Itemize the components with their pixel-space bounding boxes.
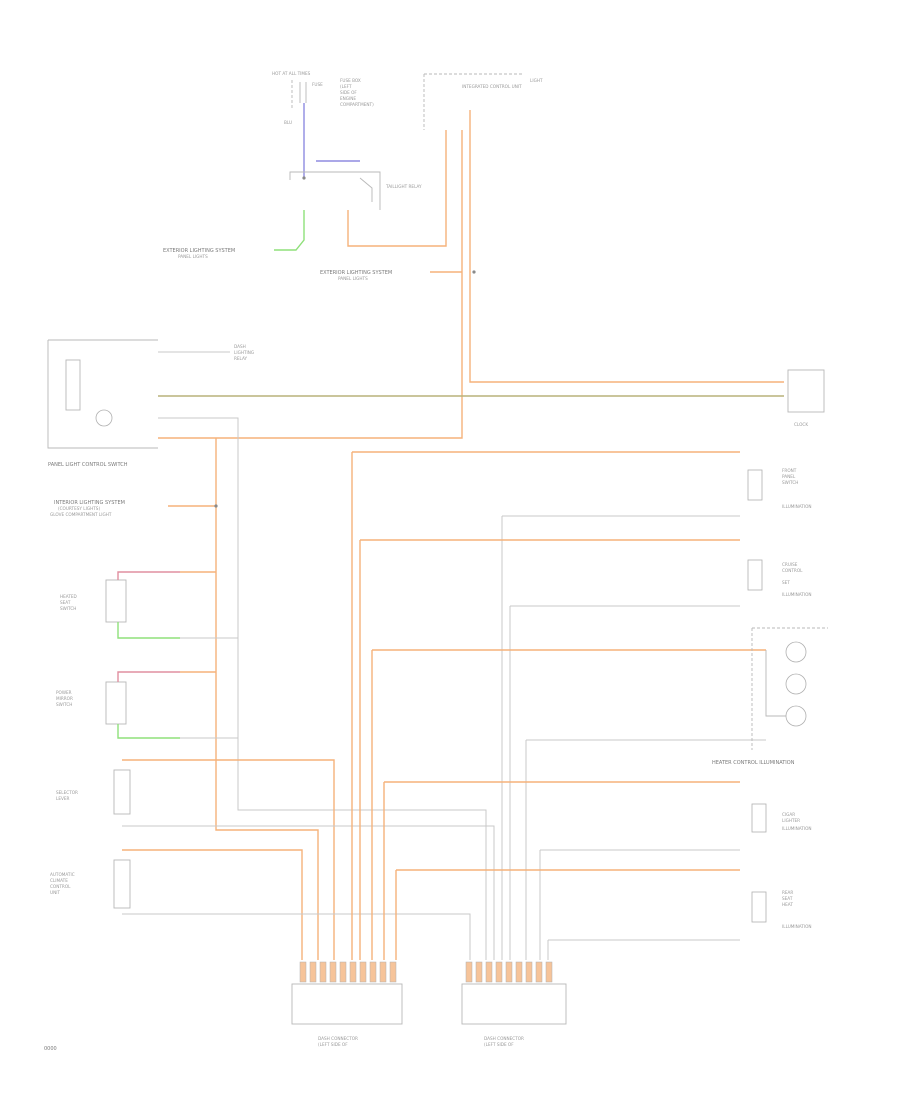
fuse-panel-line-3: SIDE OF	[340, 90, 357, 95]
exterior-lighting-mid-label: EXTERIOR LIGHTING SYSTEM	[320, 270, 392, 276]
power-mirror-switch: POWER MIRROR SWITCH	[56, 681, 127, 725]
fuse-box-group: HOT AT ALL TIMES FUSE FUSE BOX (LEFT SID…	[272, 71, 374, 110]
wire-gray-r2	[509, 605, 740, 960]
cigar-lighter-illumination: CIGAR LIGHTER ILLUMINATION	[751, 803, 812, 833]
cruise-control-set-illumination: CRUISE CONTROL SET ILLUMINATION	[747, 559, 812, 597]
wire-orange-4	[122, 849, 303, 960]
interior-lighting-line-3: GLOVE COMPARTMENT LIGHT	[50, 512, 112, 517]
dash-light-line-3: RELAY	[234, 356, 248, 361]
wire-gray-r3	[525, 739, 766, 960]
switch-left-2-line-1: POWER	[56, 690, 72, 695]
interior-lighting-line-2: (COURTESY LIGHTS)	[58, 506, 100, 511]
front-panel-switch-illumination: FRONT PANEL SWITCH ILLUMINATION	[747, 468, 812, 509]
switch-left-4-line-2: CLIMATE	[50, 878, 68, 883]
switch-left-4-line-3: CONTROL	[50, 884, 71, 889]
right-5-line-2: SEAT	[782, 896, 793, 901]
clock-component: CLOCK	[787, 369, 825, 427]
wire-orange-main	[158, 130, 463, 439]
wire-gray-r5	[547, 939, 740, 960]
right-2-line-4: ILLUMINATION	[782, 592, 812, 597]
fuse-panel-line-5: COMPARTMENT)	[340, 102, 374, 107]
dash-connector-left: DASH CONNECTOR (LEFT SIDE OF	[291, 961, 403, 1047]
right-5-line-1: REAR	[782, 890, 793, 895]
connector-right-line-2: (LEFT SIDE OF	[484, 1042, 514, 1047]
switch-left-4-line-4: UNIT	[50, 890, 60, 895]
switch-left-1-line-2: SEAT	[60, 600, 71, 605]
right-2-line-2: CONTROL	[782, 568, 803, 573]
fuse-panel-line-1: FUSE BOX	[340, 78, 361, 83]
wire-orange-3	[122, 759, 335, 960]
right-1-line-4: ILLUMINATION	[782, 504, 812, 509]
right-2-line-1: CRUISE	[782, 562, 798, 567]
integrated-control-unit: INTEGRATED CONTROL UNIT LIGHT	[423, 73, 543, 130]
fuse-panel-line-4: ENGINE	[340, 96, 356, 101]
light-label: LIGHT	[530, 78, 543, 83]
interior-lighting-line-1: INTERIOR LIGHTING SYSTEM	[54, 500, 125, 506]
wire-gray-4	[122, 913, 471, 960]
connector-left-line-2: (LEFT SIDE OF	[318, 1042, 348, 1047]
fuse-label: FUSE	[312, 82, 323, 87]
integrated-control-unit-label: INTEGRATED CONTROL UNIT	[462, 84, 522, 89]
switch-left-3-line-2: LEVER	[56, 796, 69, 801]
wire-orange-bus	[215, 438, 319, 960]
automatic-climate-control-unit: AUTOMATIC CLIMATE CONTROL UNIT	[50, 859, 131, 909]
exterior-lighting-mid-sub: PANEL LIGHTS	[338, 276, 368, 281]
taillight-relay-label: TAILLIGHT RELAY	[385, 184, 422, 189]
wire-orange-r3	[371, 649, 766, 960]
dash-connector-right: DASH CONNECTOR (LEFT SIDE OF	[461, 961, 567, 1047]
wire-orange-r5	[395, 869, 740, 960]
switch-left-2-line-3: SWITCH	[56, 702, 72, 707]
heater-control-illumination-label: HEATER CONTROL ILLUMINATION	[712, 760, 795, 766]
exterior-lighting-top-label: EXTERIOR LIGHTING SYSTEM	[163, 248, 235, 254]
connector-left-line-1: DASH CONNECTOR	[318, 1036, 358, 1041]
panel-light-control-switch: PANEL LIGHT CONTROL SWITCH	[47, 339, 158, 468]
switch-left-1-line-1: HEATED	[60, 594, 77, 599]
connector-right-line-1: DASH CONNECTOR	[484, 1036, 524, 1041]
switch-left-2-line-2: MIRROR	[56, 696, 73, 701]
right-1-line-3: SWITCH	[782, 480, 798, 485]
right-5-line-3: HEAT	[782, 902, 793, 907]
switch-left-3-line-1: SELECTOR	[56, 790, 78, 795]
diagram-code: 0000	[44, 1046, 57, 1052]
exterior-lighting-top-sub: PANEL LIGHTS	[178, 254, 208, 259]
switch-left-1-line-3: SWITCH	[60, 606, 76, 611]
right-4-line-1: CIGAR	[782, 812, 795, 817]
wire-red-1	[117, 571, 180, 580]
fuse-panel-line-2: (LEFT	[340, 84, 352, 89]
wire-orange-relay	[347, 130, 447, 247]
right-1-line-2: PANEL	[782, 474, 796, 479]
wire-code-bu: BLU	[284, 120, 292, 125]
dash-light-line-1: DASH	[234, 344, 246, 349]
wire-green-ground	[274, 210, 305, 251]
rear-seat-heat-illumination: REAR SEAT HEAT ILLUMINATION	[751, 890, 812, 929]
switch-left-4-line-1: AUTOMATIC	[50, 872, 75, 877]
dash-light-line-2: LIGHTING	[234, 350, 254, 355]
right-2-line-3: SET	[782, 580, 790, 585]
panel-light-control-switch-label: PANEL LIGHT CONTROL SWITCH	[48, 462, 128, 468]
hot-at-all-times-label: HOT AT ALL TIMES	[272, 71, 311, 76]
right-4-line-2: LIGHTER	[782, 818, 800, 823]
wire-gray-panel	[158, 417, 487, 960]
wire-orange-clock	[469, 110, 784, 383]
wire-green-2	[117, 724, 180, 739]
right-1-line-1: FRONT	[782, 468, 797, 473]
heater-control-illumination: HEATER CONTROL ILLUMINATION	[712, 627, 828, 766]
wire-gray-r4	[539, 849, 740, 960]
clock-label: CLOCK	[794, 422, 808, 427]
right-5-line-4: ILLUMINATION	[782, 924, 812, 929]
right-4-line-3: ILLUMINATION	[782, 826, 812, 831]
taillight-relay: TAILLIGHT RELAY	[289, 171, 422, 210]
wire-green-1	[117, 622, 180, 639]
wire-gray-3	[122, 825, 495, 960]
wire-orange-r2	[359, 539, 740, 960]
heated-seat-switch: HEATED SEAT SWITCH	[60, 579, 127, 623]
wire-gray-r1	[501, 515, 740, 960]
wire-red-2	[117, 671, 180, 682]
wire-orange-r4	[383, 781, 740, 960]
selector-lever: SELECTOR LEVER	[56, 769, 131, 815]
